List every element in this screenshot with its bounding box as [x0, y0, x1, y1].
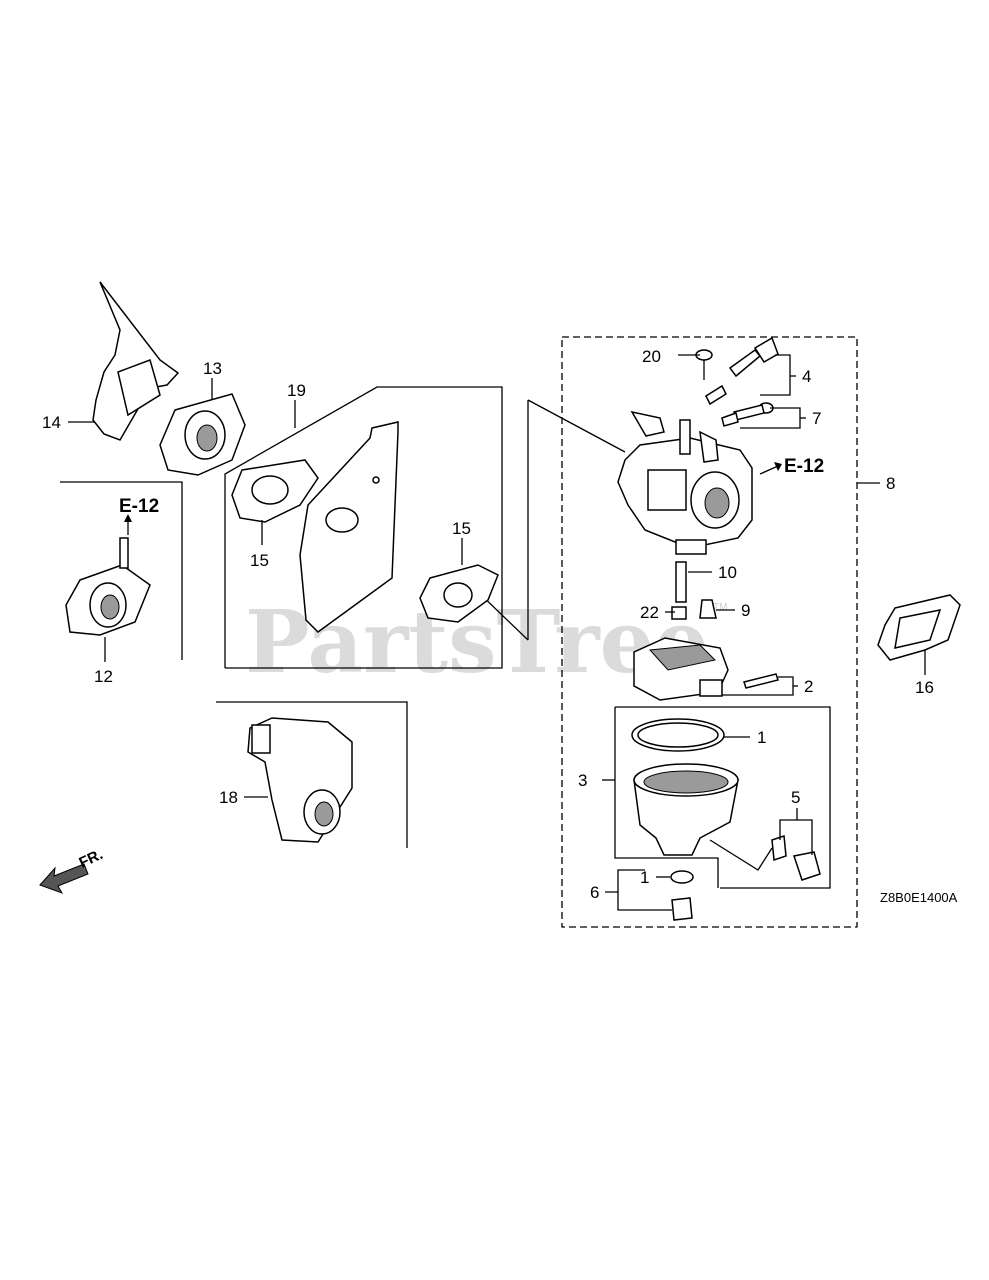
part-10-nozzle: [675, 561, 687, 603]
callout-5: 5: [791, 788, 800, 807]
float-chamber-frame: [614, 706, 831, 889]
watermark-tm: TM: [713, 602, 727, 613]
part-8-carburetor: [617, 410, 753, 555]
part-4-pilot-screw: [705, 336, 779, 406]
callout-7: 7: [812, 409, 821, 428]
part-18-elbow: [247, 717, 353, 843]
callout-15b: 15: [452, 519, 471, 538]
callout-15a: 15: [250, 551, 269, 570]
insulator-frame: [224, 386, 503, 669]
callout-8: 8: [886, 474, 895, 493]
callout-16: 16: [915, 678, 934, 697]
part-15-gasket-b: [419, 564, 499, 623]
reference-right: E-12: [784, 456, 824, 477]
part-1-o-ring: [631, 718, 725, 752]
part-14-gasket: [92, 281, 180, 441]
part-3-float-chamber: [633, 763, 739, 856]
part-22-jet: [671, 606, 687, 620]
float: [633, 637, 729, 701]
arrow-icon-up: [124, 514, 132, 535]
reference-left: E-12: [119, 496, 159, 517]
direction-label: FR.: [77, 846, 106, 872]
part-5-screw: [771, 834, 821, 881]
callout-14: 14: [42, 413, 61, 432]
diagram-code: Z8B0E1400A: [880, 890, 958, 905]
callout-19: 19: [287, 381, 306, 400]
part-2-float-pin: [743, 673, 779, 689]
front-direction-arrow-icon: [39, 863, 89, 894]
part-13-insulator: [159, 393, 246, 476]
callout-2: 2: [804, 677, 813, 696]
part-15-gasket-a: [231, 459, 319, 523]
lower-frame-line: [216, 701, 408, 848]
part-7-screw: [721, 402, 774, 427]
callout-6: 6: [590, 883, 599, 902]
callout-4: 4: [802, 367, 811, 386]
left-frame-line: [60, 481, 183, 660]
leader-lines: [68, 354, 926, 911]
callout-12: 12: [94, 667, 113, 686]
part-9-jet: [699, 599, 717, 619]
frame-link-line: [527, 399, 626, 453]
part-20-screw: [695, 349, 713, 380]
callout-1a: 1: [757, 728, 766, 747]
callout-9: 9: [741, 601, 750, 620]
callout-1b: 1: [640, 868, 649, 887]
part-6-drain-bolt: [670, 870, 694, 921]
callout-18: 18: [219, 788, 238, 807]
callout-20: 20: [642, 347, 661, 366]
callout-3: 3: [578, 771, 587, 790]
callout-22: 22: [640, 603, 659, 622]
arrow-icon-right: [759, 462, 782, 475]
part-16-gasket: [877, 594, 961, 661]
callout-10: 10: [718, 563, 737, 582]
part-19-plate: [299, 421, 399, 633]
part-12-insulator: [65, 537, 151, 636]
carburetor-assembly-frame: [561, 336, 858, 928]
callout-13: 13: [203, 359, 222, 378]
